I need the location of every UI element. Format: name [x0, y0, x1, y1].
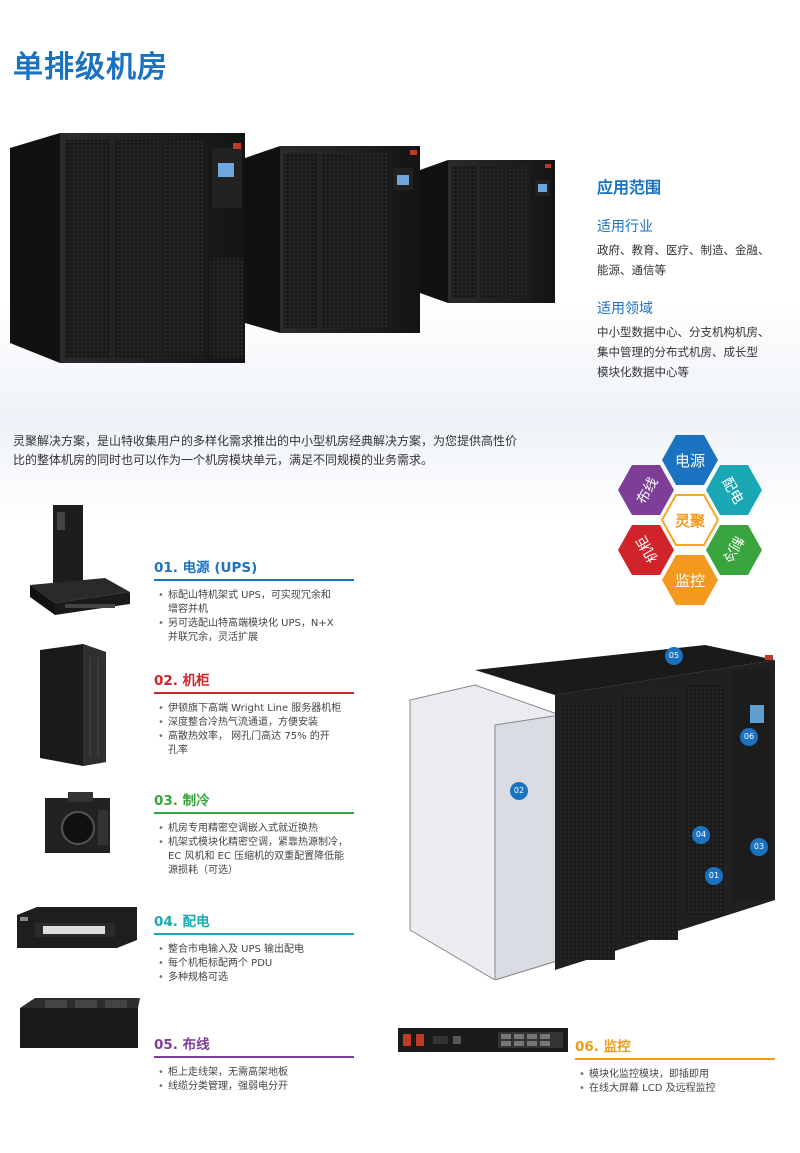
list-item-continued: 并联冗余，灵活扩展 [168, 632, 258, 643]
ups-image [30, 505, 130, 615]
section-list: 模块化监控模块，即插即用 在线大屏幕 LCD 及远程监控 [575, 1068, 775, 1096]
section-list: 伊顿旗下高端 Wright Line 服务器机柜 深度整合冷热气流通道，方便安装… [154, 702, 354, 758]
cooling-unit-image [45, 792, 110, 853]
callout-02: 02 [510, 782, 528, 800]
hex-top-left: 布线 [618, 465, 674, 515]
section-list: 机房专用精密空调嵌入式就近换热 机架式模块化精密空调，紧靠热源制冷， EC 风机… [154, 822, 354, 878]
hexagon-diagram: 电源 配电 制冷 监控 机柜 布线 灵聚 [618, 435, 762, 605]
section-title: 03. 制冷 [154, 789, 354, 814]
section-title: 06. 监控 [575, 1035, 775, 1060]
list-item: 机架式模块化精密空调，紧靠热源制冷， [158, 836, 354, 850]
list-item: 整合市电输入及 UPS 输出配电 [158, 943, 354, 957]
monitoring-module-image [398, 1028, 568, 1052]
cable-tray-image [20, 998, 140, 1048]
list-item: 线缆分类管理，强弱电分开 [158, 1080, 354, 1094]
assembled-row-illustration [409, 645, 775, 980]
list-item: 模块化监控模块，即插即用 [579, 1068, 775, 1082]
list-item: 每个机柜标配两个 PDU [158, 957, 354, 971]
section-power: 01. 电源 (UPS) 标配山特机架式 UPS，可实现冗余和 增容并机 另可选… [154, 556, 354, 645]
section-list: 整合市电输入及 UPS 输出配电 每个机柜标配两个 PDU 多种规格可选 [154, 943, 354, 985]
field-text-line: 模块化数据中心等 [597, 365, 689, 379]
page-title: 单排级机房 [13, 50, 168, 85]
section-title: 04. 配电 [154, 910, 354, 935]
callout-01: 01 [705, 867, 723, 885]
callout-06: 06 [740, 728, 758, 746]
list-item: 机房专用精密空调嵌入式就近换热 [158, 822, 354, 836]
hex-top-right: 配电 [706, 465, 762, 515]
list-item-continued: 孔率 [168, 745, 188, 756]
hex-bottom-right: 制冷 [706, 525, 762, 575]
section-list: 柜上走线架，无需高架地板 线缆分类管理，强弱电分开 [154, 1066, 354, 1094]
field-label: 适用领域 [597, 301, 653, 317]
callout-04: 04 [692, 826, 710, 844]
list-item: 高散热效率， 网孔门高达 75% 的开 [158, 730, 354, 744]
field-text-line: 集中管理的分布式机房、成长型 [597, 345, 758, 359]
field-text-line: 中小型数据中心、分支机构机房、 [597, 325, 770, 339]
list-item: 多种规格可选 [158, 971, 354, 985]
section-monitoring: 06. 监控 模块化监控模块，即插即用 在线大屏幕 LCD 及远程监控 [575, 1035, 775, 1096]
svg-text:监控: 监控 [675, 572, 705, 590]
list-item: 深度整合冷热气流通道，方便安装 [158, 716, 354, 730]
section-title: 01. 电源 (UPS) [154, 556, 354, 581]
section-cooling: 03. 制冷 机房专用精密空调嵌入式就近换热 机架式模块化精密空调，紧靠热源制冷… [154, 789, 354, 878]
callout-05: 05 [665, 647, 683, 665]
list-item-continued: 增容并机 [168, 604, 208, 615]
list-item: 标配山特机架式 UPS，可实现冗余和 [158, 589, 354, 603]
industry-text-line: 能源、通信等 [597, 263, 666, 277]
section-distribution: 04. 配电 整合市电输入及 UPS 输出配电 每个机柜标配两个 PDU 多种规… [154, 910, 354, 985]
list-item-continued: 源损耗（可选） [168, 865, 238, 876]
callout-03: 03 [750, 838, 768, 856]
intro-line: 比的整体机房的同时也可以作为一个机房模块单元，满足不同规模的业务需求。 [13, 453, 434, 467]
svg-text:电源: 电源 [675, 452, 705, 470]
application-scope-panel: 应用范围 适用行业 政府、教育、医疗、制造、金融、 能源、通信等 适用领域 中小… [597, 174, 797, 382]
section-title: 05. 布线 [154, 1033, 354, 1058]
list-item-continued: EC 风机和 EC 压缩机的双重配置降低能 [168, 851, 345, 862]
cabinet-image [40, 644, 106, 766]
industry-text-line: 政府、教育、医疗、制造、金融、 [597, 243, 770, 257]
section-cabling: 05. 布线 柜上走线架，无需高架地板 线缆分类管理，强弱电分开 [154, 1033, 354, 1094]
svg-text:灵聚: 灵聚 [675, 512, 706, 530]
application-heading: 应用范围 [597, 178, 662, 197]
section-list: 标配山特机架式 UPS，可实现冗余和 增容并机 另可选配山特高端模块化 UPS，… [154, 589, 354, 645]
hex-top: 电源 [662, 435, 718, 485]
hex-bottom-left: 机柜 [618, 525, 674, 575]
section-title: 02. 机柜 [154, 669, 354, 694]
pdu-image [17, 907, 137, 948]
hex-bottom: 监控 [662, 555, 718, 605]
hero-cabinets-image [10, 133, 555, 363]
list-item: 伊顿旗下高端 Wright Line 服务器机柜 [158, 702, 354, 716]
hex-center: 灵聚 [660, 494, 720, 546]
list-item: 在线大屏幕 LCD 及远程监控 [579, 1082, 775, 1096]
intro-line: 灵聚解决方案，是山特收集用户的多样化需求推出的中小型机房经典解决方案，为您提供高… [13, 434, 518, 448]
list-item: 另可选配山特高端模块化 UPS，N+X [158, 617, 354, 631]
list-item: 柜上走线架，无需高架地板 [158, 1066, 354, 1080]
intro-paragraph: 灵聚解决方案，是山特收集用户的多样化需求推出的中小型机房经典解决方案，为您提供高… [13, 432, 553, 470]
industry-label: 适用行业 [597, 219, 653, 235]
section-cabinet: 02. 机柜 伊顿旗下高端 Wright Line 服务器机柜 深度整合冷热气流… [154, 669, 354, 758]
